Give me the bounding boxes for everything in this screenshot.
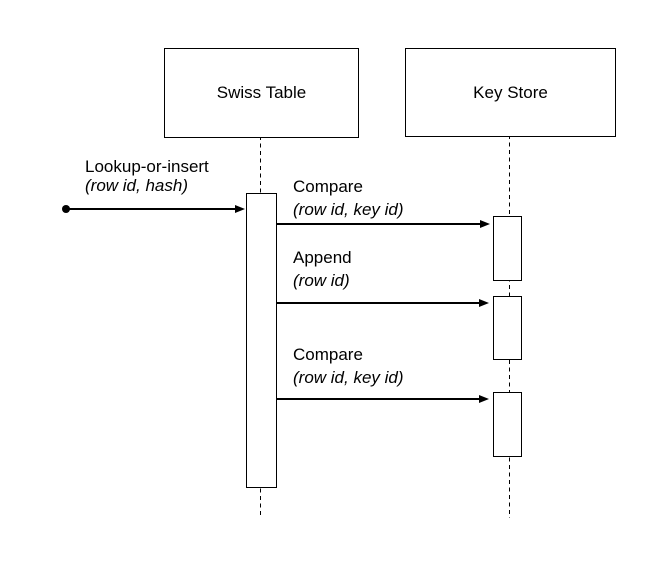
message-name: Compare — [293, 345, 363, 364]
activation-bar-key-store-3 — [493, 392, 522, 457]
participant-label-swiss-table: Swiss Table — [216, 83, 307, 102]
message-name: Append — [293, 248, 352, 267]
message-label-compare-2: Compare (row id, key id) — [293, 343, 404, 389]
participant-box-key-store: Key Store — [405, 48, 616, 137]
arrowhead-icon — [479, 298, 489, 307]
message-arrow-compare-1 — [277, 219, 490, 229]
message-name: Compare — [293, 177, 363, 196]
arrowhead-icon — [480, 219, 490, 228]
participant-box-swiss-table: Swiss Table — [164, 48, 359, 138]
arrowhead-icon — [235, 204, 245, 213]
message-name: Lookup-or-insert — [85, 157, 209, 176]
arrow-shaft — [277, 223, 481, 225]
activation-bar-swiss-table — [246, 193, 277, 488]
message-args: (row id, key id) — [293, 200, 404, 219]
message-args: (row id, hash) — [85, 175, 188, 195]
activation-bar-key-store-2 — [493, 296, 522, 360]
message-label-append: Append (row id) — [293, 246, 352, 292]
message-arrow-append — [277, 298, 489, 308]
arrow-shaft — [277, 302, 480, 304]
arrowhead-icon — [479, 394, 489, 403]
arrow-shaft — [277, 398, 480, 400]
message-args: (row id) — [293, 271, 350, 290]
message-arrow-lookup-or-insert — [66, 204, 245, 214]
participant-label-key-store: Key Store — [473, 82, 548, 102]
arrow-shaft — [66, 208, 236, 210]
message-label-compare-1: Compare (row id, key id) — [293, 175, 404, 221]
message-arrow-compare-2 — [277, 394, 489, 404]
activation-bar-key-store-1 — [493, 216, 522, 281]
message-label-lookup-or-insert: Lookup-or-insert (row id, hash) — [85, 157, 209, 195]
message-args: (row id, key id) — [293, 368, 404, 387]
